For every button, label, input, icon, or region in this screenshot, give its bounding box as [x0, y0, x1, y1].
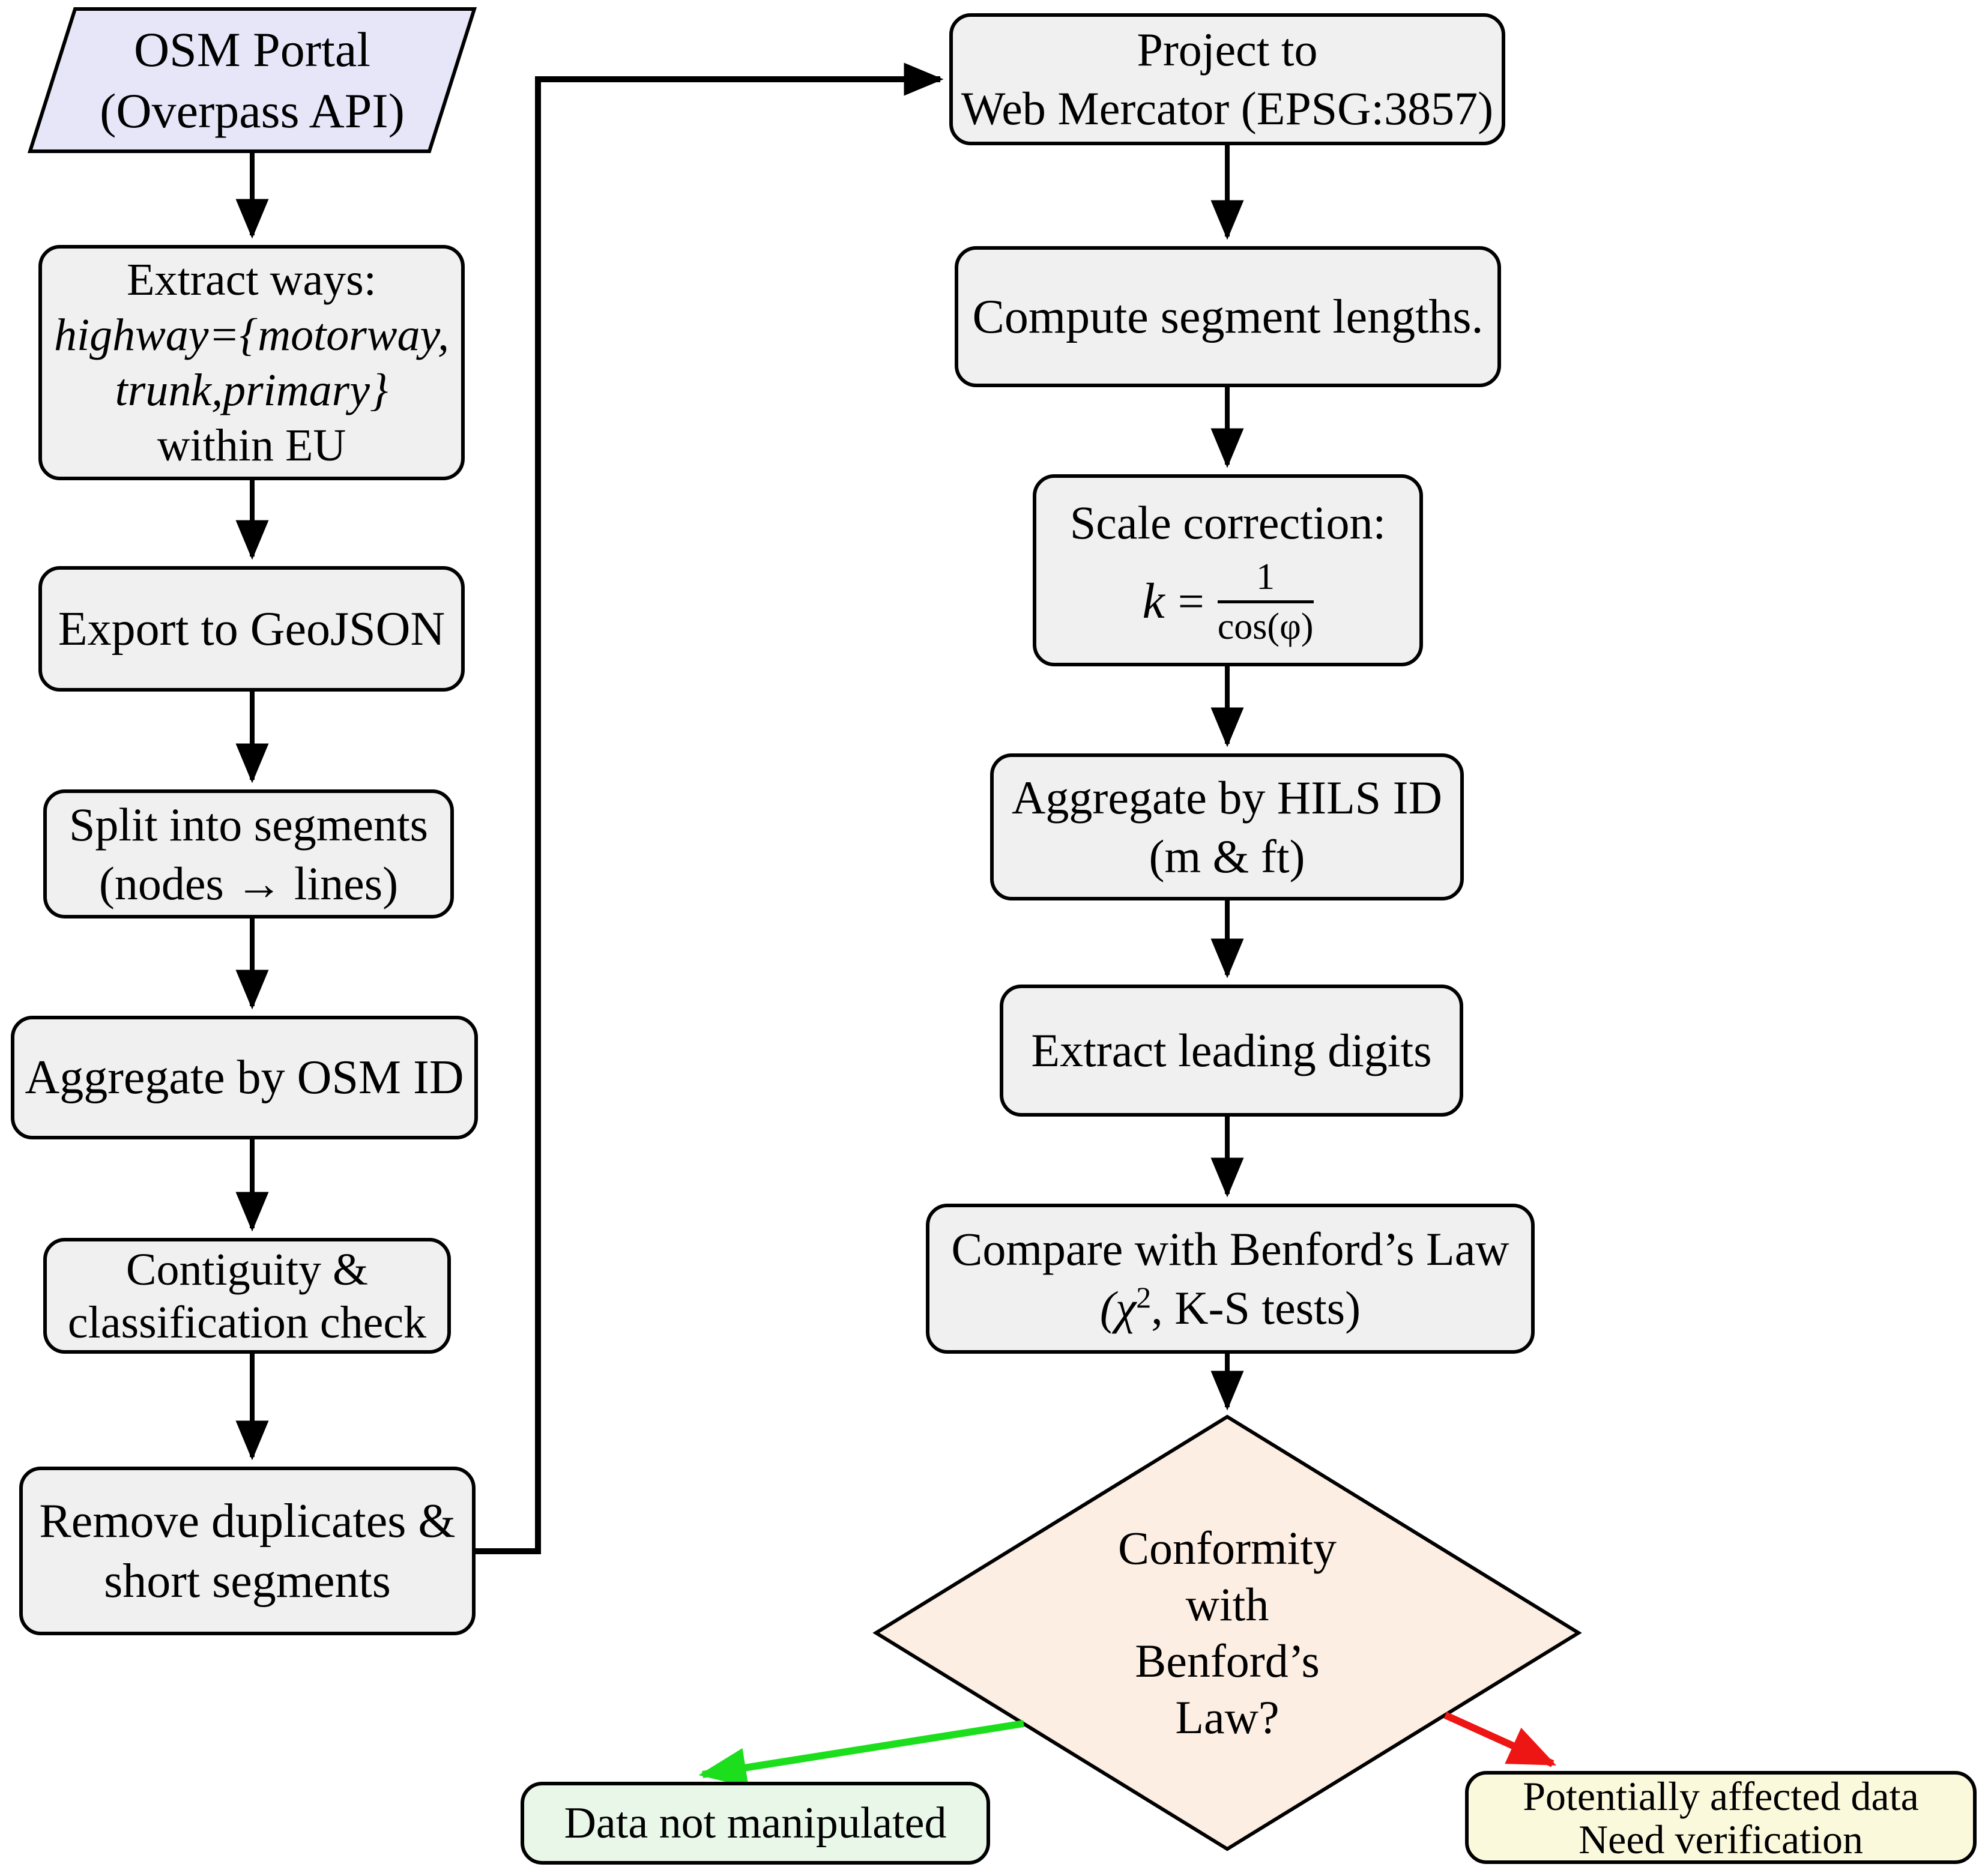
extract-line-italic: trunk,primary} [115, 365, 388, 415]
arrow-decision-pass [698, 1720, 1024, 1788]
leading-label: Extract leading digits [1031, 1024, 1432, 1076]
project-line: Web Mercator (EPSG:3857) [961, 82, 1494, 134]
benford-line-tests: (χ2, K-S tests) [1100, 1279, 1361, 1338]
dedupe-line: short segments [104, 1554, 391, 1608]
benford-tests-rest: , K-S tests) [1151, 1282, 1361, 1334]
node-decision-conformity: Conformity with Benford’s Law? [987, 1513, 1467, 1753]
export-label: Export to GeoJSON [58, 602, 446, 656]
node-scale-correction: Scale correction: k = 1 cos(φ) [1033, 474, 1423, 666]
contiguity-line: classification check [67, 1297, 427, 1348]
aggregate-hils-line: Aggregate by HILS ID [1012, 771, 1442, 824]
fraction-bar [1217, 600, 1314, 603]
fail-line: Potentially affected data [1523, 1773, 1919, 1819]
chi-symbol: (χ [1099, 1282, 1137, 1334]
scale-equals: = [1177, 575, 1204, 627]
decision-line: Conformity [1118, 1522, 1337, 1574]
compute-label: Compute segment lengths. [972, 290, 1484, 343]
source-line: OSM Portal [133, 22, 371, 77]
node-extract-leading-digits: Extract leading digits [1000, 985, 1463, 1117]
node-compare-benford: Compare with Benford’s Law (χ2, K-S test… [926, 1204, 1535, 1354]
node-split-segments: Split into segments (nodes → lines) [43, 789, 454, 918]
benford-line: Compare with Benford’s Law [951, 1223, 1509, 1275]
chi-exponent: 2 [1136, 1280, 1152, 1314]
decision-diamond-shape [872, 1414, 1582, 1851]
node-project-web-mercator: Project to Web Mercator (EPSG:3857) [949, 13, 1505, 145]
split-line: (nodes → lines) [98, 857, 399, 909]
extract-line: within EU [157, 420, 346, 471]
node-outcome-not-manipulated: Data not manipulated [521, 1782, 990, 1865]
aggregate-hils-line: (m & ft) [1149, 830, 1305, 882]
node-remove-duplicates: Remove duplicates & short segments [19, 1467, 476, 1635]
node-compute-lengths: Compute segment lengths. [955, 246, 1501, 387]
node-export-geojson: Export to GeoJSON [38, 566, 465, 692]
pass-label: Data not manipulated [564, 1799, 947, 1848]
arrow-decision-fail [1443, 1712, 1557, 1767]
extract-line-italic: highway={motorway, [53, 310, 450, 360]
scale-formula: k = 1 cos(φ) [1142, 556, 1314, 647]
fail-line: Need verification [1579, 1816, 1863, 1862]
scale-fraction: 1 cos(φ) [1217, 556, 1314, 647]
scale-denominator: cos(φ) [1217, 606, 1314, 647]
extract-line: Extract ways: [127, 255, 376, 305]
scale-var: k [1142, 573, 1165, 629]
connector-dedupe-to-project [476, 62, 944, 1554]
decision-line: Benford’s [1135, 1635, 1320, 1687]
node-aggregate-osm-id: Aggregate by OSM ID [11, 1016, 478, 1139]
contiguity-line: Contiguity & [125, 1244, 369, 1295]
scale-intro: Scale correction: [1069, 496, 1386, 549]
split-line: Split into segments [68, 798, 429, 851]
decision-line: Law? [1175, 1691, 1280, 1743]
source-line: (Overpass API) [100, 83, 405, 138]
dedupe-line: Remove duplicates & [39, 1494, 456, 1548]
decision-line: with [1185, 1578, 1269, 1630]
node-aggregate-hils-id: Aggregate by HILS ID (m & ft) [990, 753, 1464, 900]
project-line: Project to [1137, 23, 1318, 76]
node-extract-ways: Extract ways: highway={motorway, trunk,p… [38, 245, 465, 480]
source-parallelogram-shape [27, 7, 477, 153]
scale-numerator: 1 [1256, 556, 1275, 597]
aggregate-osm-label: Aggregate by OSM ID [25, 1051, 464, 1104]
node-contiguity-check: Contiguity & classification check [43, 1238, 451, 1354]
node-outcome-need-verification: Potentially affected data Need verificat… [1465, 1771, 1977, 1864]
node-source: OSM Portal (Overpass API) [36, 17, 468, 144]
